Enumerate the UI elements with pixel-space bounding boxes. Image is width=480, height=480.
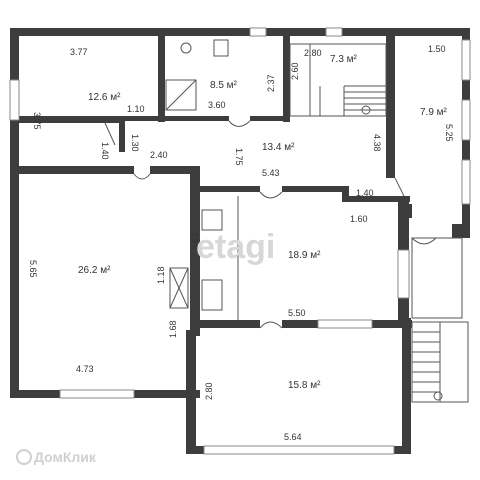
dim-label: 3.62 [190,232,200,250]
dim-label: 1.30 [130,134,140,152]
stove [201,209,223,231]
dim-label: 5.43 [262,168,280,178]
domclick-logo-icon [16,449,32,465]
doors [104,120,463,329]
dim-label: 5.65 [28,260,38,278]
room-area-8: 15.8 м² [288,380,321,391]
dim-label: 2.80 [304,48,322,58]
room-area-7: 18.9 м² [288,250,321,261]
dim-label: 5.64 [284,432,302,442]
dim-label: 1.75 [234,148,244,166]
dim-label: 1.40 [356,188,374,198]
dim-label: 1.40 [100,142,110,160]
fixtures [165,39,239,320]
dim-label: 1.10 [127,104,145,114]
shower-tray [165,79,197,111]
room-area-4: 7.9 м² [420,107,448,118]
dim-label: 1.68 [168,320,178,338]
dim-label: 1.60 [350,214,368,224]
cabinet [169,267,189,309]
dim-label: 2.80 [204,382,214,400]
dimension-labels: 3.77 3.75 1.10 2.80 2.60 2.37 3.60 1.50 … [28,44,454,442]
stairs [289,43,469,403]
dim-label: 4.73 [76,364,94,374]
room-area-2: 8.5 м² [210,80,238,91]
kitchen-sink [201,279,223,311]
dim-label: 2.60 [290,62,300,80]
toilet [213,39,229,57]
room-area-5: 13.4 м² [262,142,295,153]
dim-label: 4.38 [372,134,382,152]
dim-label: 1.50 [428,44,446,54]
dim-label: 5.50 [288,308,306,318]
room-area-6: 26.2 м² [78,265,111,276]
sink [180,42,192,54]
watermark-etagi: etagi [196,228,275,266]
room-area-3: 7.3 м² [330,54,358,65]
dim-label: 3.60 [208,100,226,110]
dim-label: 1.18 [156,266,166,284]
dim-label: 3.75 [32,112,42,130]
room-area-1: 12.6 м² [88,92,121,103]
dim-label: 3.77 [70,47,88,57]
dim-label: 2.40 [150,150,168,160]
windows [9,27,471,455]
dim-label: 5.25 [444,124,454,142]
room-labels: 12.6 м² 8.5 м² 7.3 м² 7.9 м² 13.4 м² 26.… [78,54,448,391]
dim-label: 2.37 [266,74,276,92]
watermark-domclick: ДомКлик [34,449,97,465]
